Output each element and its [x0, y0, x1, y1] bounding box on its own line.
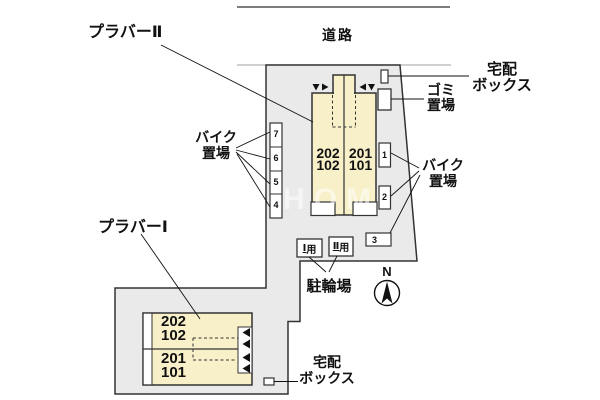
- building1-upper-units: 202 102: [161, 313, 187, 344]
- bike-spot4-number: 4: [273, 200, 279, 210]
- bicycle-parking-label: 駐輪場: [306, 278, 352, 295]
- bike-right-leader2: [390, 170, 420, 197]
- tag2-leader: [328, 255, 338, 273]
- building1-walkway-dashed: [192, 337, 238, 361]
- leader-lines: [140, 44, 469, 382]
- bike-left-leader5: [235, 151, 271, 185]
- left-triangle-icon: [242, 339, 250, 349]
- bike-spots-left-shape: [269, 122, 283, 219]
- north-label: N: [382, 264, 392, 279]
- building2-shape: [310, 74, 378, 217]
- bike-spot2-shape: [378, 185, 392, 210]
- bike-spot1-number: 1: [381, 150, 387, 160]
- bike-right-leader3: [389, 174, 421, 234]
- delivery-box-bottom-shape: [263, 377, 275, 386]
- left-triangle-icon: [242, 353, 250, 362]
- building1-title: プラバーⅠ: [98, 219, 168, 236]
- building2-left-units: 202 102: [316, 145, 340, 173]
- bike-spot2-number: 2: [381, 192, 387, 202]
- bike-spot5-number: 5: [273, 177, 279, 187]
- down-triangle-icon: [368, 84, 375, 91]
- bike-left-leader6: [235, 149, 271, 160]
- bike-spot1-shape: [378, 142, 392, 168]
- bike-area-left-label: バイク 置場: [195, 129, 237, 161]
- garbage-area-label: ゴミ 置場: [427, 82, 455, 113]
- bike-area-right-label: バイク 置場: [422, 157, 464, 189]
- right-triangle-icon: [322, 83, 329, 91]
- building2-title: プラバーⅡ: [88, 24, 163, 41]
- down-triangle-icon: [312, 84, 320, 91]
- building2-porch-right: [352, 201, 378, 217]
- entrance-marker-icons: [312, 83, 375, 91]
- building2-right-units: 201 101: [348, 145, 373, 173]
- building1-leader: [140, 233, 201, 320]
- left-triangle-icon: [242, 364, 250, 373]
- bike-left-leader7: [235, 131, 271, 149]
- bike-right-leader1: [390, 152, 420, 169]
- building1-shape: [142, 312, 253, 386]
- bike-spot6-number: 6: [273, 153, 279, 163]
- left-triangle-icon: [242, 328, 250, 337]
- building1-lower-units: 201 101: [161, 350, 187, 381]
- delivery-box-bottom-label: 宅配 ボックス: [299, 354, 355, 386]
- bike-spot3-number: 3: [371, 235, 377, 245]
- building2-leader: [160, 44, 314, 123]
- road-label: 道路: [322, 27, 354, 43]
- building1-entry-notch: [237, 326, 253, 374]
- building2-porch-left: [310, 201, 336, 217]
- building2-stairwell-dashed: [332, 95, 356, 128]
- left-triangle-icon: [359, 83, 366, 91]
- bike-spot7-number: 7: [273, 129, 279, 139]
- tag2-box: [328, 236, 354, 257]
- delivery-box-top-shape: [380, 69, 389, 84]
- bike-left-leader4: [236, 153, 271, 208]
- building1-entry-arrows: [242, 328, 250, 373]
- garbage-area-shape: [377, 88, 392, 111]
- north-compass-icon: [373, 279, 401, 307]
- watermark: HOM: [283, 183, 380, 216]
- tag1-leader: [308, 256, 327, 273]
- bike-spot3-shape: [365, 232, 392, 247]
- delivery-box-top-label: 宅配 ボックス: [472, 61, 532, 94]
